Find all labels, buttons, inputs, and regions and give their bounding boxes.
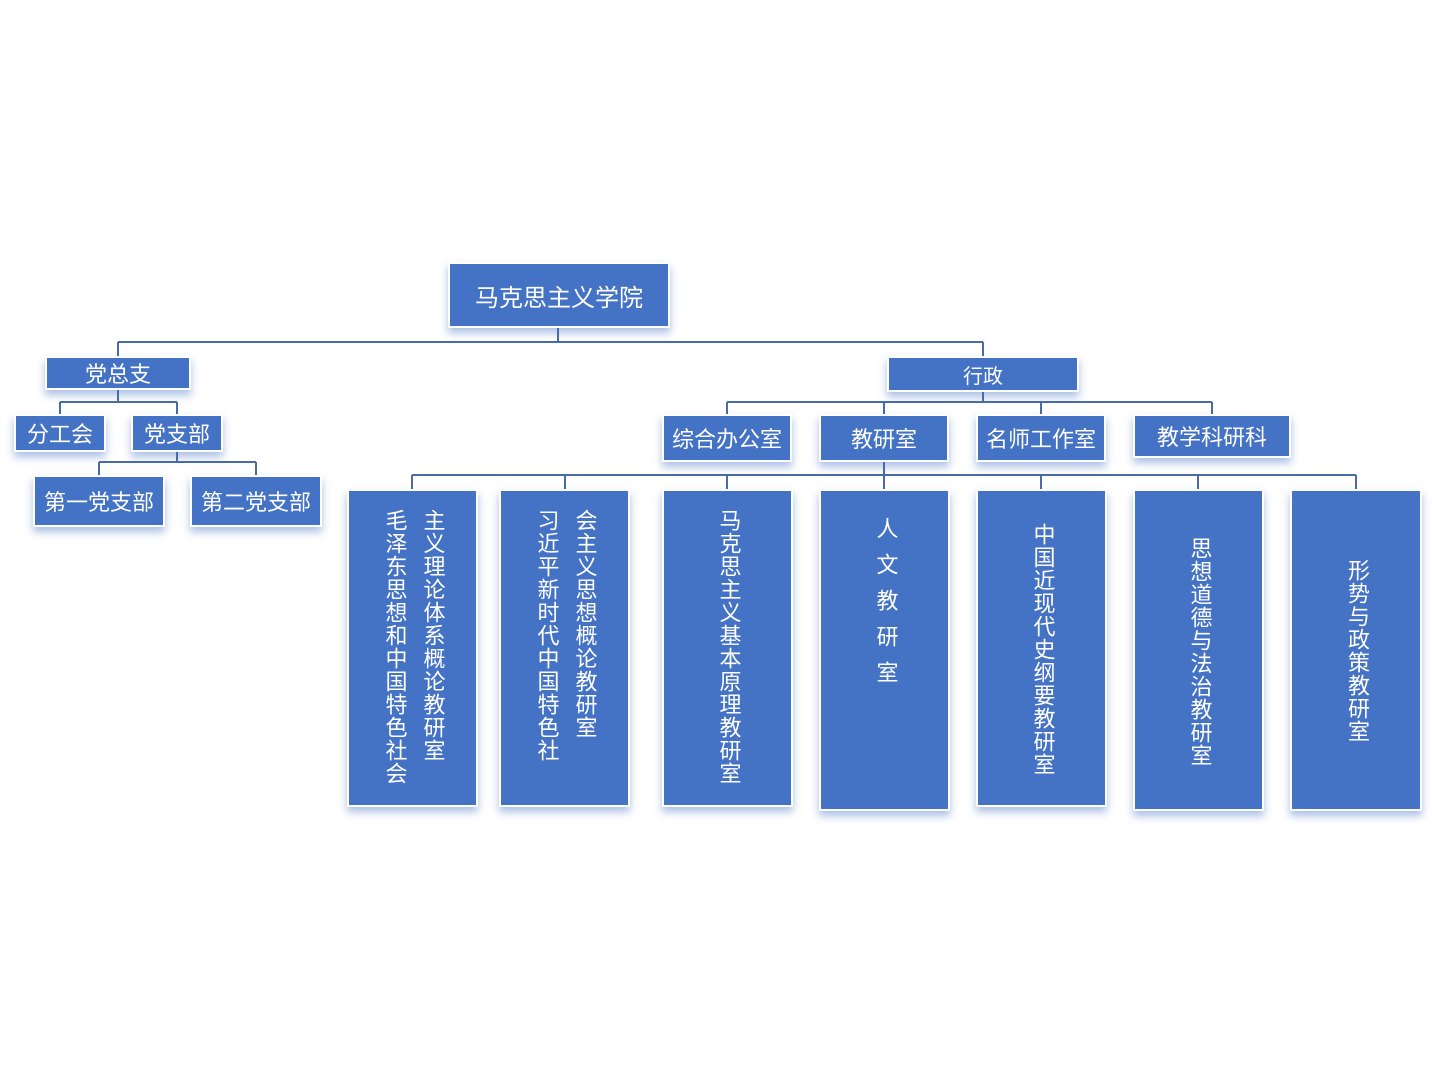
general-office-label: 综合办公室 <box>671 428 782 453</box>
office-morality-law-node: 思想道德与法治教研室 <box>1133 489 1264 811</box>
party-branch-label: 党支部 <box>143 423 210 448</box>
root-label: 马克思主义学院 <box>475 283 643 312</box>
admin-node: 行政 <box>887 356 1079 392</box>
office-mao-thought-label-col1: 主义理论体系概论教研室 <box>419 509 445 762</box>
connector-admin <box>726 390 1213 416</box>
connector-root <box>117 326 984 358</box>
office-marxism-principles-node: 马克思主义基本原理教研室 <box>662 489 793 807</box>
office-morality-law-label: 思想道德与法治教研室 <box>1186 537 1212 767</box>
root-node: 马克思主义学院 <box>448 262 670 328</box>
teaching-research-section-label: 教学科研科 <box>1156 426 1267 451</box>
office-xi-thought-label-col1: 会主义思想概论教研室 <box>571 509 597 739</box>
connector-party <box>59 388 178 416</box>
second-party-branch-label: 第二党支部 <box>200 491 311 516</box>
master-teacher-studio-label: 名师工作室 <box>985 428 1096 453</box>
party-general-branch-label: 党总支 <box>84 363 151 388</box>
office-humanities-node: 人文教研室 <box>819 489 950 811</box>
general-office-node: 综合办公室 <box>662 414 792 462</box>
second-party-branch-node: 第二党支部 <box>190 475 322 527</box>
office-situation-policy-node: 形势与政策教研室 <box>1290 489 1422 811</box>
teaching-research-office-node: 教研室 <box>819 414 949 462</box>
office-xi-thought-node: 会主义思想概论教研室 习近平新时代中国特色社 <box>499 489 630 807</box>
admin-label: 行政 <box>963 363 1003 388</box>
connector-branch <box>98 448 257 476</box>
office-humanities-label: 人文教研室 <box>872 517 898 697</box>
union-label: 分工会 <box>26 423 93 448</box>
teaching-research-office-label: 教研室 <box>850 428 917 453</box>
office-modern-history-node: 中国近现代史纲要教研室 <box>976 489 1107 807</box>
office-mao-thought-node: 主义理论体系概论教研室 毛泽东思想和中国特色社会 <box>347 489 478 807</box>
party-general-branch-node: 党总支 <box>45 356 191 390</box>
office-marxism-principles-label: 马克思主义基本原理教研室 <box>715 509 741 785</box>
office-xi-thought-label-col2: 习近平新时代中国特色社 <box>533 509 559 762</box>
first-party-branch-node: 第一党支部 <box>33 475 165 527</box>
teaching-research-section-node: 教学科研科 <box>1133 414 1291 458</box>
office-modern-history-label: 中国近现代史纲要教研室 <box>1029 523 1055 776</box>
office-mao-thought-label-col2: 毛泽东思想和中国特色社会 <box>381 509 407 785</box>
office-situation-policy-label: 形势与政策教研室 <box>1344 559 1369 743</box>
master-teacher-studio-node: 名师工作室 <box>976 414 1106 462</box>
connector-offices <box>411 462 1357 490</box>
union-node: 分工会 <box>14 414 106 452</box>
party-branch-node: 党支部 <box>131 414 223 452</box>
first-party-branch-label: 第一党支部 <box>43 491 154 516</box>
